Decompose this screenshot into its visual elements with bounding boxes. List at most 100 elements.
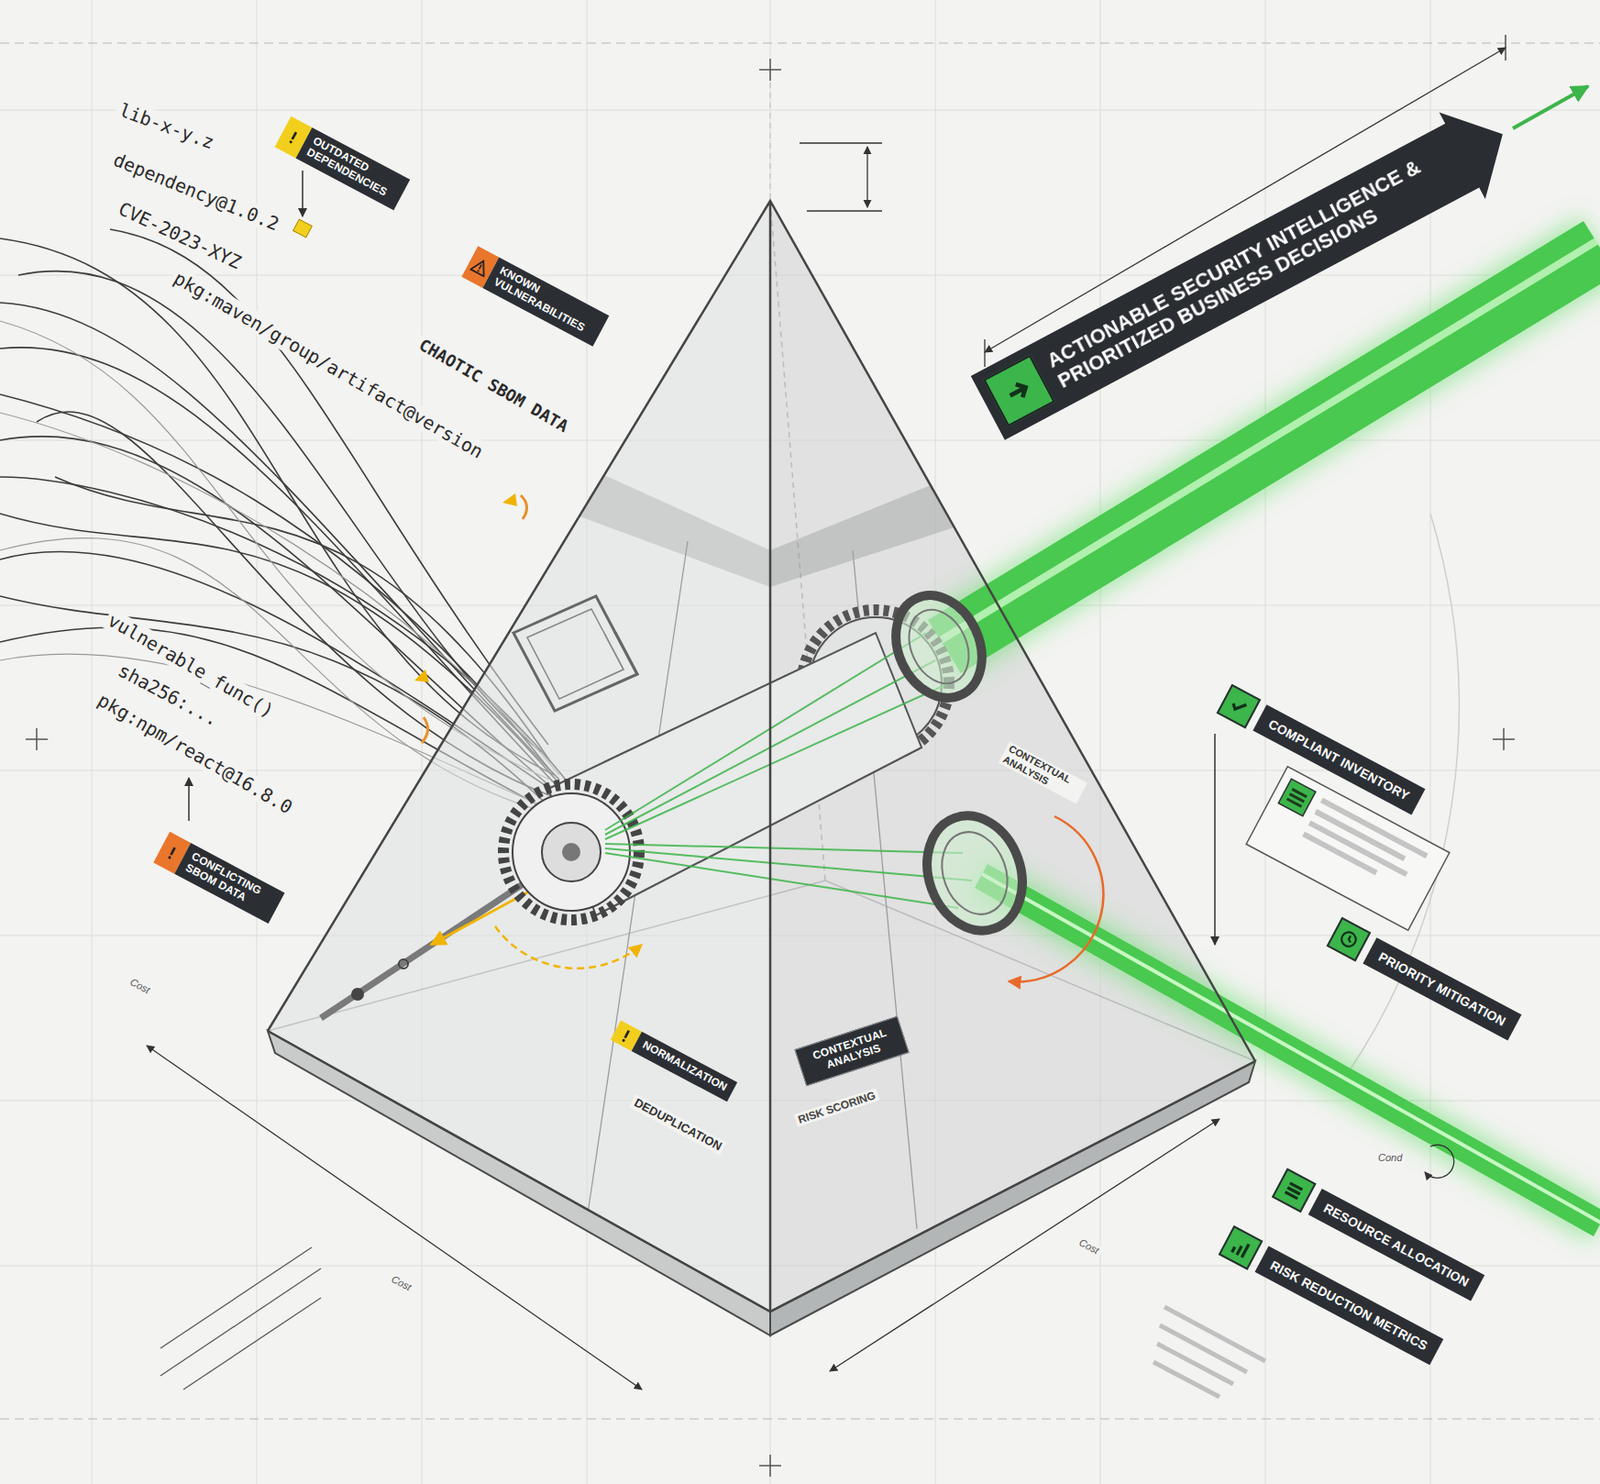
dimension-lines [799,142,883,144]
icon-glyph [1283,1190,1298,1200]
output-beam [974,863,1600,1236]
icon-glyph [290,131,298,140]
rotation-arrows [495,816,1104,982]
node-text: ACTIONABLE SECURITY INTELLIGENCE & PRIOR… [1026,127,1471,410]
green-rays [605,843,963,853]
machinery [351,987,365,1001]
flow-marks [421,717,429,743]
leader-lines [1213,733,1216,945]
icon-glyph [470,257,490,276]
placeholder-bars [1159,1324,1247,1372]
icon-glyph [1240,1243,1251,1258]
dimension-note: Cond [1375,1151,1405,1164]
icon-glyph [621,1037,626,1042]
icon-glyph [1006,380,1029,402]
node-text: NORMALIZATION [631,1031,739,1103]
machinery [513,595,638,711]
beam-glow [925,216,1600,1242]
green-rays [605,848,972,881]
flow-marks [520,495,528,519]
status-chip [293,219,313,238]
output-beam [982,873,1600,1223]
icon-glyph [1338,929,1358,949]
crosshair [769,58,772,81]
machinery [541,822,601,882]
green-rays [605,632,927,830]
machinery [527,608,624,699]
icon-glyph [1230,1246,1236,1253]
lens-ring [911,802,1038,944]
pyramid-base [267,1030,1256,1336]
machinery [398,959,409,969]
crosshair [769,1454,772,1477]
pyramid-faces [579,474,771,587]
pyramid-faces [770,485,955,587]
dimension-lines [146,34,1506,1390]
dimension-lines [146,1045,642,1390]
rotation-arrows [495,926,642,969]
dimension-lines [866,146,868,208]
frame-lines [0,43,1600,1419]
icon-glyph [288,139,293,144]
dimension-lines [1504,34,1506,61]
hatch-lines [160,1246,321,1390]
process-tag: NORMALIZATION [610,1020,739,1103]
machinery [503,783,640,920]
warning-tag: CONFLICTING SBOM DATA [153,831,285,924]
icon-glyph [1335,925,1363,953]
rotation-arrows [1008,816,1104,982]
hatch-lines [160,1246,312,1348]
dimension-note: Cost [386,1270,416,1294]
status-icon [1216,684,1262,729]
lens-ring [930,822,1018,924]
grid [0,110,1600,111]
pyramid-base [770,1060,1256,1336]
green-rays [605,683,949,839]
crosshair [25,58,1515,1477]
machinery [320,595,949,1018]
node-text: OUTDATED DEPENDENCIES [295,127,409,210]
curl-arrow [1424,1144,1455,1178]
icon-glyph [1235,1245,1244,1256]
icon-glyph [476,269,480,273]
icon-glyph [161,840,184,863]
icon-glyph [478,264,483,270]
icon-glyph [1280,1176,1308,1204]
icon-glyph [623,1029,630,1038]
dimension-note: Cost [125,973,155,997]
output-arrow [1512,86,1589,129]
guide-line [770,82,772,201]
icon-glyph [615,1024,638,1047]
outcome-tag: PRIORITY MITIGATION [1325,916,1523,1042]
green-rays [605,852,959,908]
process-box: CONTEXTUAL ANALYSIS [794,1015,909,1086]
report-card [1278,778,1316,817]
machinery [512,793,630,911]
beam-glow [971,858,1600,1242]
dimension-lines [983,339,985,367]
crosshair [35,728,38,751]
frame-lines [0,1417,1600,1419]
placeholder-bars [1153,1306,1266,1397]
node-text: CONFLICTING SBOM DATA [174,842,285,924]
dimension-lines [829,1118,1220,1371]
icon-glyph [999,370,1039,410]
warning-tag: OUTDATED DEPENDENCIES [274,116,409,210]
icon-glyph [1224,692,1253,720]
status-icon [1218,1224,1264,1270]
node-text: CONTEXTUAL ANALYSIS [794,1015,909,1086]
lens-ring [897,599,981,693]
node-text: KNOWN VULNERABILITIES [483,256,610,346]
output-banner: ACTIONABLE SECURITY INTELLIGENCE & PRIOR… [971,101,1520,440]
flow-marks [502,493,518,507]
status-icon [1270,1168,1316,1214]
icon-glyph [1346,935,1353,942]
machinery [562,842,581,861]
placeholder-bars [1153,1361,1220,1397]
icon-glyph [167,855,172,860]
output-beam [940,241,1597,640]
crosshair [1502,728,1505,751]
icon-glyph [169,846,177,855]
